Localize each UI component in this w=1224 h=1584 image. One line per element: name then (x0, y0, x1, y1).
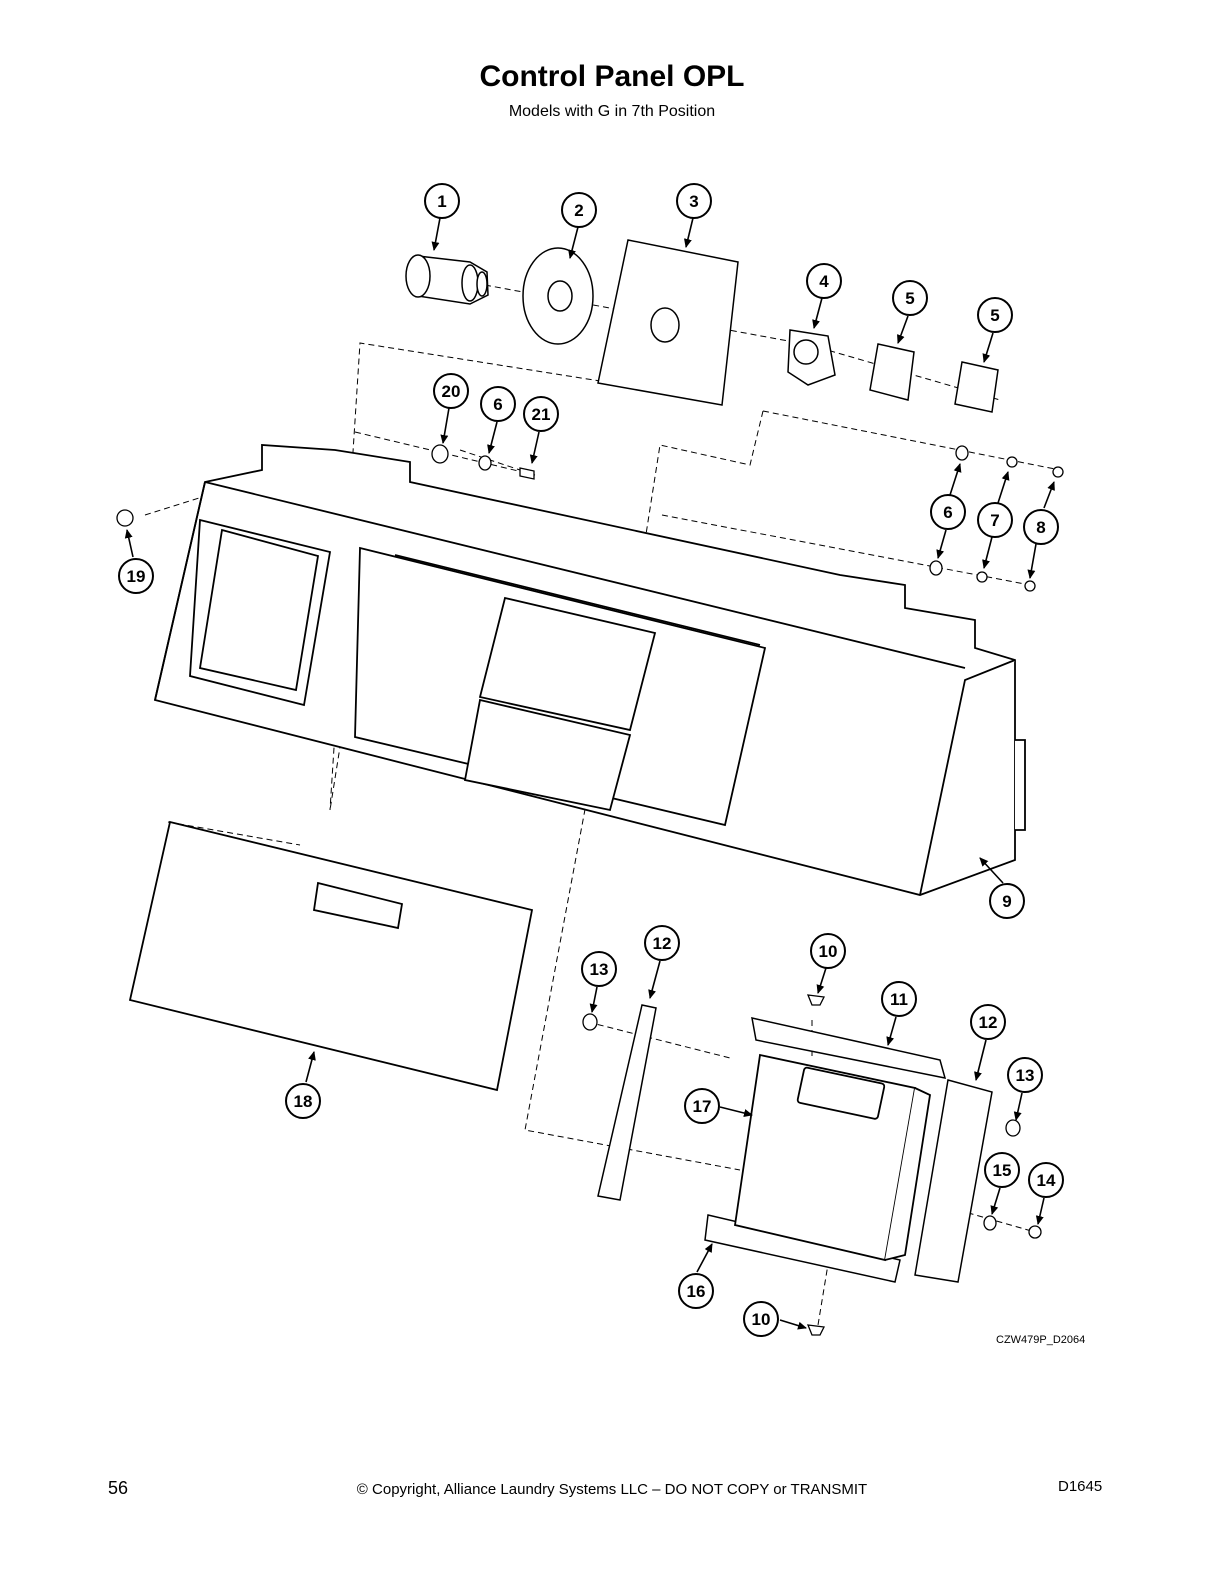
callout-label: 21 (532, 405, 551, 424)
callout-label: 18 (294, 1092, 313, 1111)
page-title: Control Panel OPL (479, 60, 745, 93)
callout-14: 14 (1028, 1162, 1064, 1198)
callout-label: 15 (993, 1161, 1012, 1180)
callout-5a: 5 (892, 280, 928, 316)
callout-15: 15 (984, 1152, 1020, 1188)
callout-7: 7 (977, 502, 1013, 538)
callout-1: 1 (424, 183, 460, 219)
callout-17: 17 (684, 1088, 720, 1124)
page-number: 56 (108, 1478, 129, 1498)
clip-parts (869, 343, 999, 413)
switch-part (787, 329, 836, 386)
callout-label: 5 (905, 289, 914, 308)
callout-label: 6 (943, 503, 952, 522)
hardware-small-parts (116, 444, 1064, 1336)
callout-21: 21 (523, 396, 559, 432)
bracket-parts (597, 1004, 993, 1283)
callout-10a: 10 (810, 933, 846, 969)
callout-12b: 12 (970, 1004, 1006, 1040)
drawing-code: CZW479P_D2064 (996, 1334, 1085, 1346)
copyright-notice: © Copyright, Alliance Laundry Systems LL… (356, 1481, 868, 1498)
callout-label: 16 (687, 1282, 706, 1301)
callout-label: 13 (590, 960, 609, 979)
callout-label: 8 (1036, 518, 1045, 537)
callout-18: 18 (285, 1083, 321, 1119)
callout-leaders (124, 217, 1055, 1330)
callout-label: 19 (127, 567, 146, 586)
callout-label: 11 (890, 990, 908, 1009)
callout-6b: 6 (930, 494, 966, 530)
callout-label: 10 (752, 1310, 771, 1329)
callout-8: 8 (1023, 509, 1059, 545)
callout-label: 17 (693, 1097, 712, 1116)
callout-20: 20 (433, 373, 469, 409)
callout-13a: 13 (581, 951, 617, 987)
callout-2: 2 (561, 192, 597, 228)
knob-part (405, 254, 489, 305)
callout-label: 7 (990, 511, 999, 530)
callout-label: 4 (819, 272, 829, 291)
callout-6a: 6 (480, 386, 516, 422)
callout-label: 6 (493, 395, 502, 414)
callout-10b: 10 (743, 1301, 779, 1337)
callout-11: 11 (881, 981, 917, 1017)
washer-ring-part (522, 247, 594, 345)
callout-4: 4 (806, 263, 842, 299)
callout-label: 12 (979, 1013, 998, 1032)
callout-label: 3 (689, 192, 698, 211)
console-housing-part (153, 444, 1026, 896)
callout-label: 13 (1016, 1066, 1035, 1085)
callout-label: 14 (1037, 1171, 1056, 1190)
callout-9: 9 (989, 883, 1025, 919)
callout-5b: 5 (977, 297, 1013, 333)
callout-label: 2 (574, 201, 583, 220)
callout-3: 3 (676, 183, 712, 219)
callout-19: 19 (118, 558, 154, 594)
callout-label: 12 (653, 934, 672, 953)
control-board-part (733, 1053, 931, 1262)
callout-13b: 13 (1007, 1057, 1043, 1093)
callout-label: 9 (1002, 892, 1011, 911)
callout-16: 16 (678, 1273, 714, 1309)
callout-label: 1 (437, 192, 446, 211)
callout-label: 5 (990, 306, 999, 325)
callout-label: 10 (819, 942, 838, 961)
callout-12a: 12 (644, 925, 680, 961)
decal-overlay-part (128, 820, 534, 1092)
document-number: D1645 (1058, 1478, 1103, 1495)
overlay-plate-part (597, 239, 739, 406)
page-subtitle: Models with G in 7th Position (508, 103, 716, 120)
callout-label: 20 (442, 382, 461, 401)
